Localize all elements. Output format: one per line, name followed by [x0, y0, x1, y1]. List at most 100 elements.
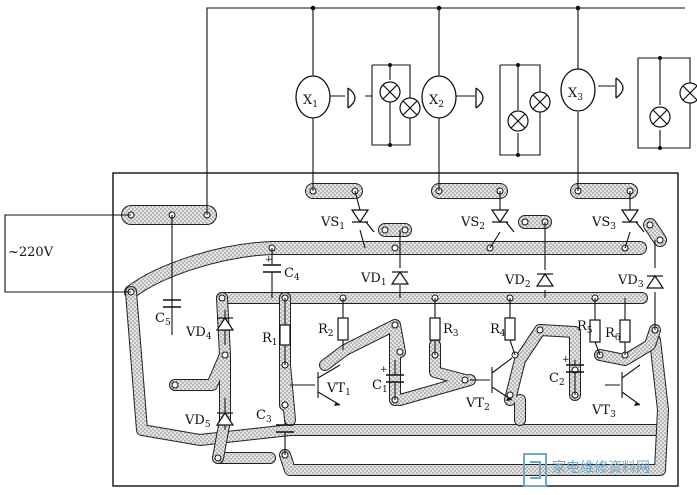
transistor-vt3 — [634, 402, 640, 406]
labels: ~220V X1 X2 X3 VS1 VS2 VS3 VD1 VD2 VD3 V… — [8, 86, 650, 476]
c1-label: C — [372, 378, 382, 393]
resistor-r1 — [279, 324, 291, 346]
capacitor-c5 — [163, 299, 181, 308]
lamp-icon — [649, 106, 671, 128]
r1-label: R — [262, 331, 273, 346]
svg-text:X2: X2 — [429, 93, 444, 110]
resistors — [279, 317, 631, 346]
diode-vd3 — [645, 274, 665, 289]
svg-text:VD4: VD4 — [185, 325, 212, 342]
lamp-icon — [379, 81, 401, 103]
vd4-label: VD — [185, 325, 206, 340]
svg-text:VD1: VD1 — [360, 271, 387, 288]
resistor-r6 — [619, 319, 631, 343]
vs1-label: VS — [320, 215, 339, 230]
thyristor-vs3 — [620, 209, 645, 233]
c4-label: C — [284, 266, 294, 281]
solder-pads — [127, 187, 664, 462]
capacitors — [163, 264, 584, 433]
thyristor-vs1 — [350, 209, 375, 233]
capacitor-c3 — [276, 424, 294, 433]
vd2-label: VD — [504, 273, 525, 288]
resistor-r5 — [589, 319, 601, 343]
svg-text:VT3: VT3 — [591, 403, 616, 420]
resistor-r3 — [429, 317, 441, 341]
thyristor-vs2 — [490, 209, 515, 233]
c5-label: C — [155, 311, 165, 326]
socket-x1 — [295, 75, 331, 119]
capacitor-c4 — [263, 264, 281, 273]
c2-polarity-mark: + — [562, 355, 570, 365]
resistor-r4 — [504, 317, 516, 341]
vd3-label: VD — [617, 273, 638, 288]
lamp-icon — [529, 91, 551, 113]
svg-text:R4: R4 — [490, 322, 506, 339]
diode-vd1 — [390, 270, 410, 285]
c4-polarity-mark: + — [265, 255, 273, 265]
socket-x2 — [421, 75, 457, 119]
svg-text:X3: X3 — [568, 86, 583, 103]
socket-x3-label: X — [568, 86, 578, 101]
diodes — [215, 270, 665, 426]
lamp-icons — [379, 81, 697, 132]
socket-x1-label: X — [303, 93, 313, 108]
vt1-label: VT — [326, 381, 345, 396]
pcb-board-outline — [112, 172, 679, 487]
lamp-sockets — [295, 68, 596, 119]
svg-text:R2: R2 — [318, 322, 334, 339]
svg-text:VD3: VD3 — [617, 273, 644, 290]
transistors — [334, 397, 640, 406]
svg-text:C3: C3 — [256, 408, 272, 425]
svg-text:R6: R6 — [605, 326, 621, 343]
vt3-label: VT — [591, 403, 610, 418]
svg-text:R3: R3 — [443, 322, 459, 339]
svg-text:X1: X1 — [303, 93, 318, 110]
capacitor-c2 — [566, 364, 584, 373]
r6-label: R — [605, 326, 616, 341]
diode-vd4 — [215, 316, 235, 331]
resistor-r2 — [337, 317, 349, 341]
c2-label: C — [549, 371, 559, 386]
plug-symbols — [347, 77, 624, 109]
c1-polarity-mark: + — [380, 365, 388, 375]
socket-x3 — [560, 68, 596, 112]
r5-label: R — [577, 319, 588, 334]
diode-vd2 — [535, 272, 555, 287]
vs2-label: VS — [460, 215, 479, 230]
svg-text:C2: C2 — [549, 371, 565, 388]
svg-text:VT2: VT2 — [465, 396, 490, 413]
transistor-vt1 — [334, 402, 340, 406]
lamp-icon — [507, 110, 529, 132]
junction-dots — [310, 5, 662, 157]
svg-text:VS2: VS2 — [460, 215, 485, 232]
socket-x2-label: X — [429, 93, 439, 108]
vd1-label: VD — [360, 271, 381, 286]
svg-text:R5: R5 — [577, 319, 593, 336]
transistor-vt2 — [506, 397, 512, 401]
lamp-icon — [399, 97, 421, 119]
svg-text:C1: C1 — [372, 378, 388, 395]
svg-text:VS3: VS3 — [591, 215, 616, 232]
svg-text:VD2: VD2 — [504, 273, 531, 290]
vs3-label: VS — [591, 215, 610, 230]
supply-voltage-label: ~220V — [8, 245, 54, 260]
r3-label: R — [443, 322, 454, 337]
diode-vd5 — [215, 411, 235, 426]
svg-text:VS1: VS1 — [320, 215, 345, 232]
c3-label: C — [256, 408, 266, 423]
vt2-label: VT — [465, 396, 484, 411]
svg-text:VD5: VD5 — [184, 413, 211, 430]
svg-text:C4: C4 — [284, 266, 300, 283]
r2-label: R — [318, 322, 329, 337]
watermark-text: 家电维修资料网 — [552, 459, 650, 476]
capacitor-c1 — [386, 374, 404, 383]
vd5-label: VD — [184, 413, 205, 428]
wires — [4, 7, 691, 455]
watermark-logo — [523, 453, 547, 487]
svg-text:R1: R1 — [262, 331, 278, 348]
r4-label: R — [490, 322, 501, 337]
lamp-icon — [679, 82, 697, 104]
thyristors — [350, 209, 645, 233]
svg-text:VT1: VT1 — [326, 381, 351, 398]
